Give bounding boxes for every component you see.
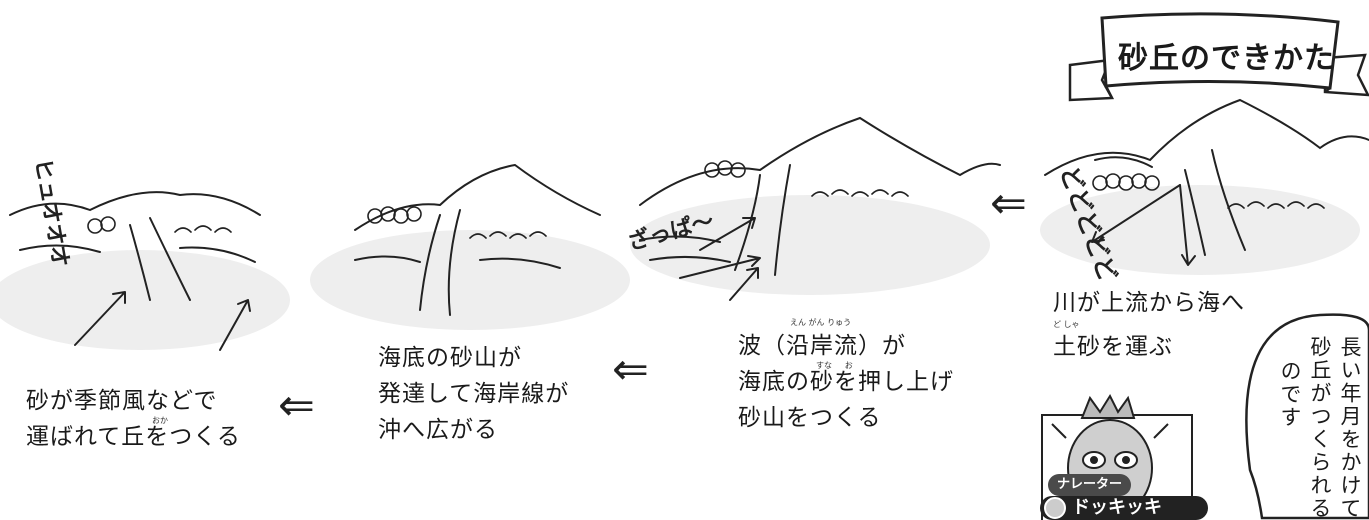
narrator-avatar-icon	[1044, 497, 1066, 519]
narrator-speech-line: 長い年月をかけて	[1338, 336, 1362, 520]
caption-line: 沖へ広がる	[378, 417, 498, 443]
ruby-reading: えん がん りゅう	[790, 318, 852, 327]
flow-arrow-icon: ⇐	[990, 178, 1027, 229]
narrator-role-badge: ナレーター	[1048, 474, 1132, 496]
narrator-character-icon	[1051, 393, 1169, 517]
step4-caption: 砂が季節風などで おか 運ばれて丘をつくる	[26, 383, 241, 455]
narrator-name-badge: ドッキッキ	[1040, 496, 1208, 520]
caption-line: 川が上流から海へ	[1053, 290, 1245, 316]
caption-line: 土砂を運ぶ	[1053, 334, 1173, 360]
caption-line: 運ばれて丘をつくる	[26, 424, 241, 450]
caption-line: 砂が季節風などで	[26, 388, 218, 414]
caption-line: 発達して海岸線が	[378, 381, 570, 407]
step2-caption: えん がん りゅう 波（沿岸流）が すな お 海底の砂を押し上げ 砂山をつくる	[738, 318, 954, 436]
caption-line: 海底の砂を押し上げ	[738, 369, 954, 395]
step3-caption: 海底の砂山が 発達して海岸線が 沖へ広がる	[378, 340, 569, 448]
narrator-speech-line: のです	[1278, 360, 1302, 429]
caption-line: 波（沿岸流）が	[738, 333, 906, 359]
ruby-reading: ど しゃ	[1053, 320, 1080, 329]
ruby-reading: おか	[152, 416, 168, 425]
title-text: 砂丘のできかた	[1118, 41, 1335, 76]
caption-line: 砂山をつくる	[738, 405, 882, 431]
step1-caption: 川が上流から海へ ど しゃ 土砂を運ぶ	[1053, 285, 1245, 365]
flow-arrow-icon: ⇐	[612, 344, 649, 395]
flow-arrow-icon: ⇐	[278, 380, 315, 431]
narrator-name: ドッキッキ	[1072, 497, 1162, 518]
ruby-reading: すな お	[816, 361, 853, 370]
caption-line: 海底の砂山が	[378, 345, 522, 371]
narrator-speech-line: 砂丘がつくられる	[1308, 336, 1332, 520]
